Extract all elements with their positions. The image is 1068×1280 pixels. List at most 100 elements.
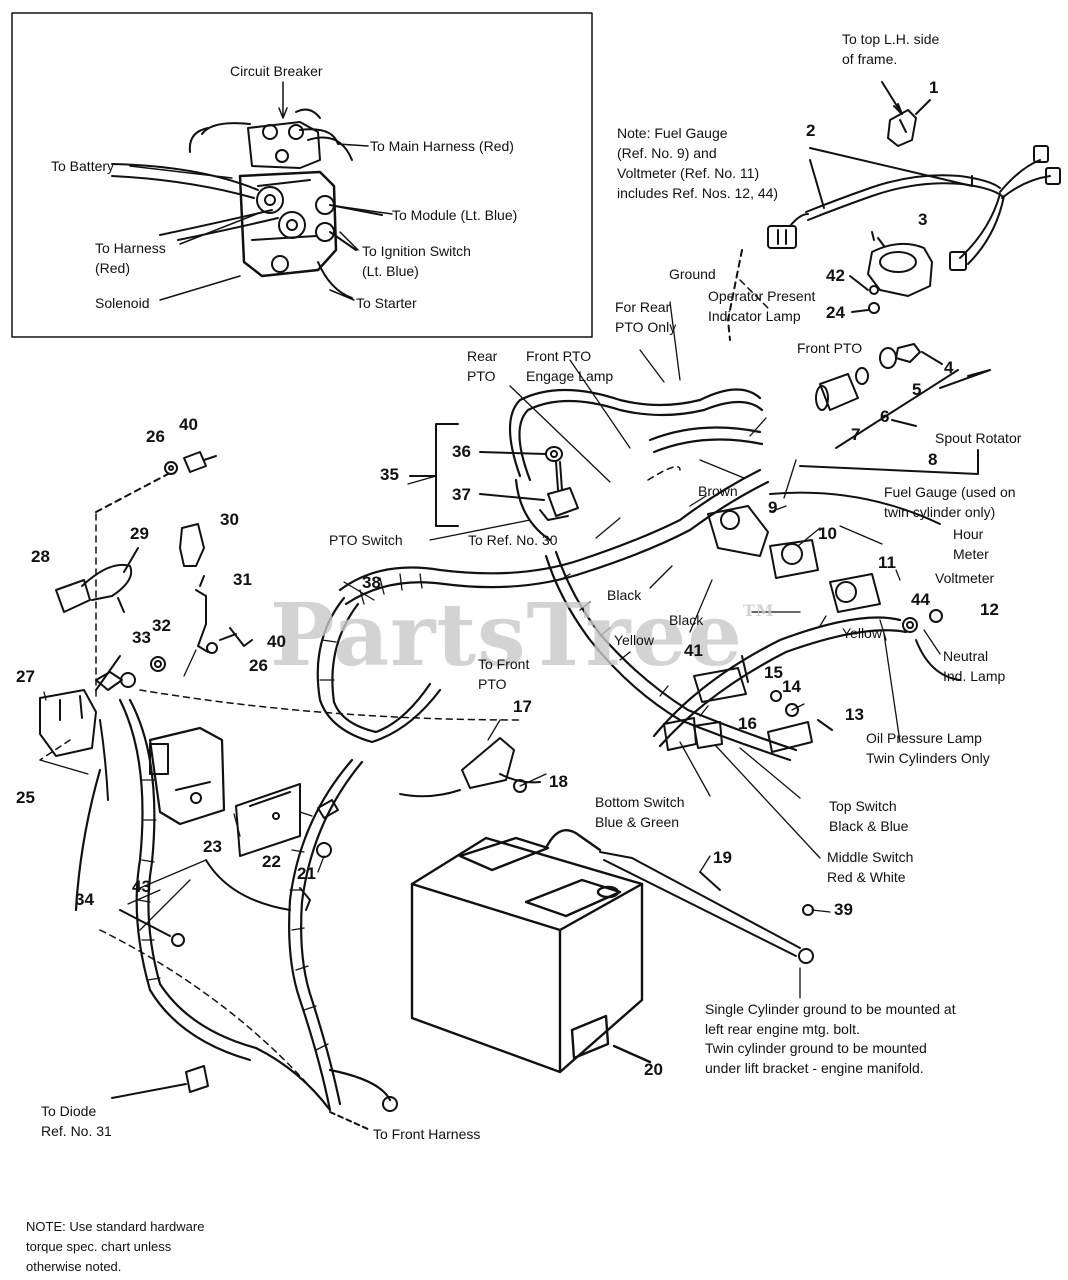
ref-number-17: 17 <box>513 697 532 716</box>
ref-number-24: 24 <box>826 303 845 322</box>
ref-number-12: 12 <box>980 600 999 619</box>
bottom-switch-label: Bottom Switch Blue & Green <box>595 794 685 830</box>
ref-number-28: 28 <box>31 547 50 566</box>
rear-pto-label: Rear PTO <box>467 348 498 384</box>
to-starter-label: To Starter <box>356 295 417 311</box>
to-top-frame-label: To top L.H. side of frame. <box>842 31 940 67</box>
ref-number-9: 9 <box>768 498 778 517</box>
ref-number-42: 42 <box>826 266 845 285</box>
part-1-clip <box>881 81 931 147</box>
to-harness-label: To Harness (Red) <box>95 240 166 276</box>
ref-number-41: 41 <box>684 641 703 660</box>
to-main-harness-label: To Main Harness (Red) <box>370 138 514 154</box>
dashed-leaders <box>39 279 771 1111</box>
part-28-31 <box>55 523 209 653</box>
ref-number-13: 13 <box>845 705 864 724</box>
ref-number-35: 35 <box>380 465 399 484</box>
gauges <box>707 491 941 613</box>
solenoid-label: Solenoid <box>95 295 150 311</box>
yellow-wire-label-2: Yellow <box>842 625 882 641</box>
part-20-battery <box>410 828 652 1074</box>
ref-number-23: 23 <box>203 837 222 856</box>
ref-number-36: 36 <box>452 442 471 461</box>
ref-number-40-upper: 40 <box>179 415 198 434</box>
main-harness <box>74 388 908 1112</box>
to-front-pto-label: To Front PTO <box>478 656 530 692</box>
ref-number-43: 43 <box>132 877 151 896</box>
neutral-lamp-label: Neutral Ind. Lamp <box>943 648 1006 684</box>
middle-switch-label: Middle Switch Red & White <box>827 849 914 885</box>
switch-connectors <box>663 717 723 751</box>
part-22-23 <box>148 726 339 911</box>
to-battery-label: To Battery <box>51 158 115 174</box>
parts-12-44 <box>902 609 961 681</box>
part-3-lamp <box>849 231 933 314</box>
hour-meter-label: Hour Meter <box>953 526 989 562</box>
twin-cylinder-ground-note: Twin cylinder ground to be mounted under… <box>705 1040 927 1076</box>
ref-number-38: 38 <box>362 573 381 592</box>
spout-rotator-parts <box>799 343 991 475</box>
parts-17-18 <box>399 737 541 798</box>
ref-number-3: 3 <box>918 210 928 229</box>
ref-number-20: 20 <box>644 1060 663 1079</box>
watermark-text: PartsTree <box>270 585 744 686</box>
fuel-gauge-note: Note: Fuel Gauge (Ref. No. 9) and Voltme… <box>617 125 779 201</box>
inset-leaders <box>129 81 393 301</box>
to-front-harness-label: To Front Harness <box>373 1126 481 1142</box>
ref-number-5: 5 <box>912 380 922 399</box>
ref-number-30: 30 <box>220 510 239 529</box>
ref-number-37: 37 <box>452 485 471 504</box>
ref-number-6: 6 <box>880 407 890 426</box>
ref-number-10: 10 <box>818 524 837 543</box>
oil-pressure-lamp-label: Oil Pressure Lamp Twin Cylinders Only <box>866 730 990 766</box>
ref-number-8: 8 <box>928 450 938 469</box>
pto-switch-label: PTO Switch <box>329 532 403 548</box>
part-2-harness <box>727 145 1061 341</box>
ref-number-14: 14 <box>782 677 801 696</box>
ref-number-25: 25 <box>16 788 35 807</box>
ref-number-21: 21 <box>297 864 316 883</box>
to-module-label: To Module (Lt. Blue) <box>392 207 518 223</box>
leader-lines <box>39 301 941 999</box>
top-switch-label: Top Switch Black & Blue <box>829 798 909 834</box>
ref-number-7: 7 <box>851 425 861 444</box>
front-pto-label: Front PTO <box>797 340 863 356</box>
ref-number-22: 22 <box>262 852 281 871</box>
part-26-40 <box>95 451 253 654</box>
ref-number-39: 39 <box>834 900 853 919</box>
ref-number-18: 18 <box>549 772 568 791</box>
part-19-cable <box>599 851 814 964</box>
to-ignition-switch-label: To Ignition Switch (Lt. Blue) <box>362 243 471 279</box>
watermark-trademark: TM <box>743 601 775 620</box>
ref-number-33: 33 <box>132 628 151 647</box>
ref-number-11: 11 <box>878 553 896 572</box>
black-wire-label-1: Black <box>607 587 642 603</box>
ground-label: Ground <box>669 266 716 282</box>
inset-frame <box>11 12 593 338</box>
ref-number-44: 44 <box>911 590 930 609</box>
pto-switch-parts <box>409 423 579 527</box>
brown-wire-label: Brown <box>698 483 738 499</box>
ref-number-4: 4 <box>944 358 954 377</box>
voltmeter-label: Voltmeter <box>935 570 995 586</box>
hardware-note: NOTE: Use standard hardware torque spec.… <box>26 1219 205 1274</box>
operator-present-lamp-label: Operator Present Indicator Lamp <box>708 288 816 324</box>
ref-number-26-lower: 26 <box>249 656 268 675</box>
to-diode-label: To Diode Ref. No. 31 <box>41 1103 112 1139</box>
black-wire-label-2: Black <box>669 612 704 628</box>
ref-number-26-upper: 26 <box>146 427 165 446</box>
yellow-wire-label-1: Yellow <box>614 632 654 648</box>
ref-number-1: 1 <box>929 78 939 97</box>
ref-number-2: 2 <box>806 121 816 140</box>
fuel-gauge-label: Fuel Gauge (used on twin cylinder only) <box>884 484 1016 520</box>
ref-number-32: 32 <box>152 616 171 635</box>
part-27-module <box>39 655 166 801</box>
ref-number-27: 27 <box>16 667 35 686</box>
to-ref-30-label: To Ref. No. 30 <box>468 532 558 548</box>
front-pto-engage-lamp-label: Front PTO Engage Lamp <box>526 348 614 384</box>
ref-number-29: 29 <box>130 524 149 543</box>
for-rear-pto-label: For Rear PTO Only <box>615 299 677 335</box>
ref-number-31: 31 <box>233 570 252 589</box>
